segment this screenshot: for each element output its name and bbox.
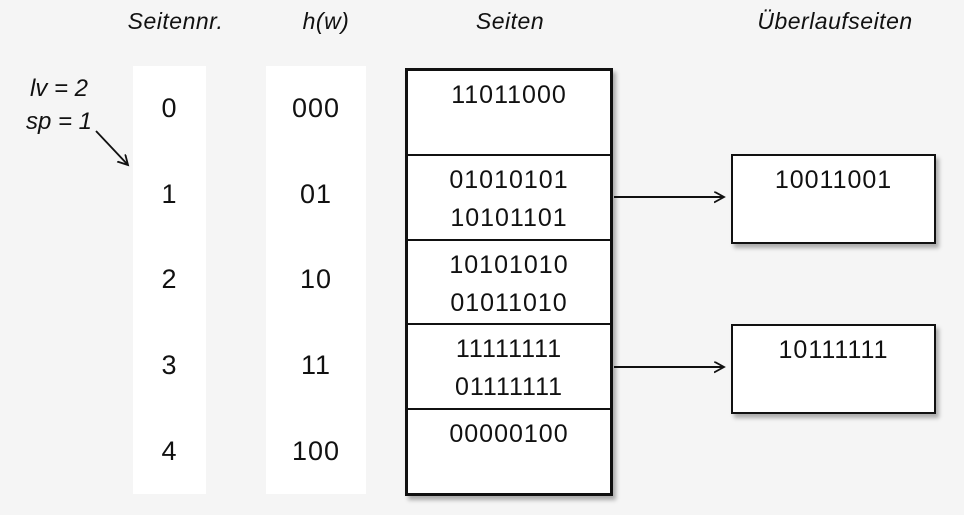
page-number-cell-3: 3: [161, 350, 178, 381]
bucket-row-0: 11011000: [408, 71, 610, 156]
bucket-value: 10101010: [449, 250, 569, 279]
bucket-value: 01010101: [449, 165, 569, 194]
hash-cell-2: 10: [299, 264, 333, 295]
page-number-cell-0: 0: [161, 93, 178, 124]
bucket-value: 11111111: [455, 335, 563, 364]
lv-value-label: lv = 2: [29, 75, 89, 102]
state-annotation: lv = 2 sp = 1: [8, 72, 110, 138]
overflow-page-box-1: 10011001: [731, 154, 936, 244]
page-number-cell-1: 1: [161, 178, 178, 209]
pages-table: 11011000 01010101 10101101 10101010 0101…: [405, 68, 613, 496]
bucket-value: 00000100: [449, 420, 569, 449]
bucket-row-4: 00000100: [408, 410, 610, 493]
bucket-value: 11011000: [451, 81, 567, 109]
bucket-value: 01111111: [454, 373, 564, 402]
hash-value-column: 000 01 10 11 100: [266, 66, 366, 494]
bucket-row-3: 11111111 01111111: [408, 325, 610, 411]
column-header-hash-function: h(w): [302, 8, 350, 34]
column-header-page-number: Seitennr.: [127, 8, 224, 34]
column-header-pages: Seiten: [475, 8, 545, 34]
page-number-cell-2: 2: [161, 264, 178, 295]
bucket-value: 01011010: [450, 288, 568, 317]
bucket-value: 10101101: [450, 203, 568, 232]
overflow-value: 10111111: [778, 336, 889, 364]
page-number-column: 0 1 2 3 4: [133, 66, 206, 494]
hash-cell-0: 000: [291, 93, 341, 124]
hash-cell-4: 100: [291, 435, 341, 466]
bucket-row-1: 01010101 10101101: [408, 156, 610, 241]
sp-value-label: sp = 1: [25, 108, 93, 135]
hash-cell-3: 11: [300, 350, 332, 381]
hash-cell-1: 01: [299, 178, 333, 209]
column-header-overflow-pages: Überlaufseiten: [757, 8, 913, 34]
overflow-page-box-2: 10111111: [731, 324, 936, 414]
overflow-value: 10011001: [774, 166, 893, 194]
bucket-row-2: 10101010 01011010: [408, 241, 610, 326]
page-number-cell-4: 4: [161, 435, 178, 466]
